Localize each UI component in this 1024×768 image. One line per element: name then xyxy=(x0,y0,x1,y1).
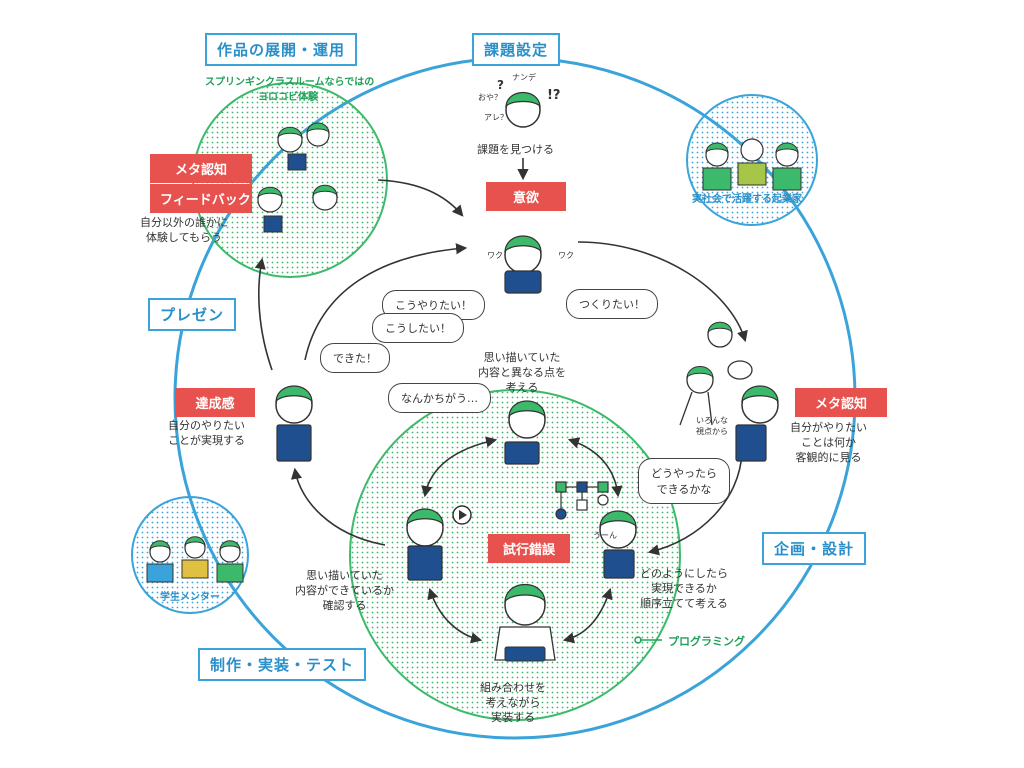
text-confirm: 思い描いていた 内容ができているか 確認する xyxy=(295,569,394,612)
label-meta-cognition-1: メタ認知 xyxy=(150,154,252,183)
person-motivation xyxy=(504,235,542,294)
scribble-are: アレ？ xyxy=(484,113,508,122)
stage-expansion: 作品の展開・運用 xyxy=(205,33,358,66)
person-inner-right xyxy=(599,510,637,579)
person-tl-2 xyxy=(306,122,330,147)
person-meta-right xyxy=(735,385,779,462)
person-inner-top xyxy=(504,400,546,465)
label-trial-and-error: 試行錯誤 xyxy=(488,534,570,563)
label-meta-cognition-2: メタ認知 xyxy=(795,388,887,417)
person-tl-4 xyxy=(312,184,338,211)
bubble-nankachigau: なんかちがう… xyxy=(388,383,491,413)
label-motivation: 意欲 xyxy=(486,182,566,211)
text-plan-order: どのようにしたら 実現できるか 順序立てて考える xyxy=(640,567,728,610)
text-entrepreneurs: 実社会で活躍する起業家 xyxy=(692,194,802,205)
person-achievement xyxy=(275,385,313,462)
bubble-douyattara: どうやったら できるかな xyxy=(638,458,730,504)
scribble-question: ? xyxy=(497,78,504,92)
scribble-nande: ナンデ xyxy=(512,73,536,82)
idea-cloud-icon xyxy=(727,360,753,380)
scribble-ironna: いろんな 視点から xyxy=(696,416,728,436)
text-programming: プログラミング xyxy=(668,635,745,648)
stage-planning: 企画・設計 xyxy=(762,532,867,565)
text-meta-desc: 自分がやりたい ことは何か 客観的に見る xyxy=(790,421,867,464)
label-achievement: 達成感 xyxy=(175,388,255,417)
bubble-tsukuritai: つくりたい！ xyxy=(566,289,658,319)
scribble-uun: うーん xyxy=(593,531,617,540)
mentor-group xyxy=(146,536,244,583)
stage-issue-setting: 課題設定 xyxy=(472,33,561,66)
flowchart-icon xyxy=(555,481,609,520)
label-feedback: フィードバック xyxy=(150,184,252,213)
person-inner-left xyxy=(406,508,444,581)
text-implement: 組み合わせを 考えながら 実装する xyxy=(480,681,546,724)
scribble-waku-left: ワク xyxy=(487,251,503,260)
person-inner-bottom xyxy=(494,584,556,662)
person-tl-1 xyxy=(277,126,307,171)
person-observer xyxy=(679,366,714,426)
flow-arrows xyxy=(254,158,748,644)
person-observer-top xyxy=(707,321,733,348)
text-achievement-desc: 自分のやりたい ことが実現する xyxy=(168,419,245,447)
scribble-exclaim: !? xyxy=(547,88,561,103)
text-find-issue: 課題を見つける xyxy=(477,143,554,156)
text-mentors: 学生メンター xyxy=(160,592,220,603)
person-top xyxy=(505,92,541,128)
bubble-dekita: できた！ xyxy=(320,343,390,373)
person-tl-3 xyxy=(257,186,283,233)
scribble-oya: おや？ xyxy=(478,93,502,102)
text-compare-idea: 思い描いていた 内容と異なる点を 考える xyxy=(478,351,566,394)
text-springin-2: ヨロコビ体験 xyxy=(258,92,318,103)
text-others-experience: 自分以外の誰かに 体験してもらう xyxy=(140,216,228,244)
bubble-koushitai: こうしたい！ xyxy=(372,313,464,343)
text-springin-1: スプリンギンクラスルームならではの xyxy=(205,77,375,88)
scribble-waku-right: ワク xyxy=(558,251,574,260)
entrepreneur-group xyxy=(702,138,802,191)
stage-presentation: プレゼン xyxy=(148,298,237,331)
stage-production: 制作・実装・テスト xyxy=(198,648,367,681)
play-icon xyxy=(452,505,472,525)
